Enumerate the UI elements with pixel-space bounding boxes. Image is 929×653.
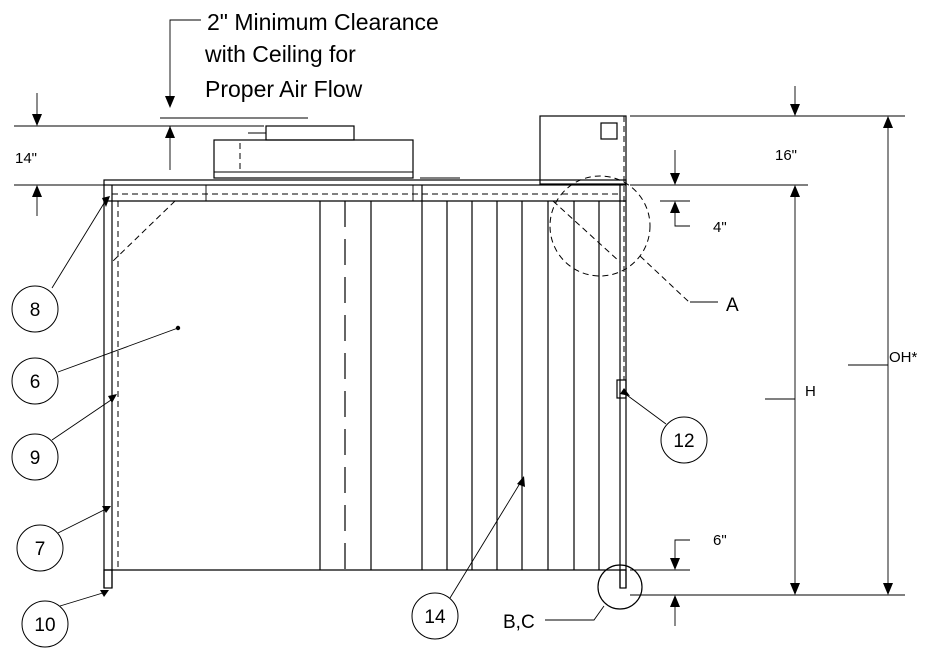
dimension-14in: 14" [14, 93, 264, 216]
note-line-2: with Ceiling for [204, 41, 356, 67]
callout-12-label: 12 [673, 431, 694, 452]
dimension-oh: OH* [848, 116, 918, 595]
detail-a-label: A [726, 295, 739, 316]
clearance-note: 2" Minimum Clearance with Ceiling for Pr… [165, 9, 439, 108]
ceiling-clearance-dimension [160, 117, 308, 170]
curtain-strips [319, 185, 600, 570]
callout-8-label: 8 [30, 300, 41, 321]
dimension-6in-label: 6" [713, 532, 727, 549]
detail-bc-label: B,C [503, 612, 535, 633]
detail-bc: B,C [503, 564, 643, 633]
callout-8: 8 [11, 196, 110, 333]
dimension-h-label: H [805, 383, 816, 400]
note-line-3: Proper Air Flow [205, 76, 363, 102]
left-post [103, 185, 119, 589]
callout-6-label: 6 [30, 372, 41, 393]
dimension-6in: 6" [630, 532, 905, 626]
detail-bc-circle [597, 564, 643, 610]
dimension-16in-label: 16" [775, 147, 797, 164]
right-post [616, 116, 627, 589]
top-frame [103, 177, 627, 263]
dimension-h: H [765, 185, 816, 595]
dimension-4in: 4" [630, 150, 808, 236]
callout-14-label: 14 [424, 607, 446, 628]
callout-14: 14 [411, 476, 525, 640]
dimension-16in: 16" [630, 86, 905, 164]
callout-9-label: 9 [30, 448, 41, 469]
dimension-4in-label: 4" [713, 219, 727, 236]
callout-7: 7 [16, 506, 111, 572]
blower-unit-left [213, 125, 414, 179]
callout-7-label: 7 [35, 539, 46, 560]
callout-6: 6 [11, 325, 181, 405]
callout-10-label: 10 [34, 615, 55, 636]
note-line-1: 2" Minimum Clearance [207, 9, 439, 35]
callout-10: 10 [21, 590, 109, 648]
callout-12: 12 [620, 388, 708, 464]
detail-a: A [549, 175, 739, 316]
blower-unit-right [539, 115, 627, 185]
dimension-oh-label: OH* [889, 349, 918, 366]
dimension-14in-label: 14" [15, 150, 37, 167]
callout-9: 9 [11, 394, 117, 481]
detail-a-circle [549, 175, 651, 277]
